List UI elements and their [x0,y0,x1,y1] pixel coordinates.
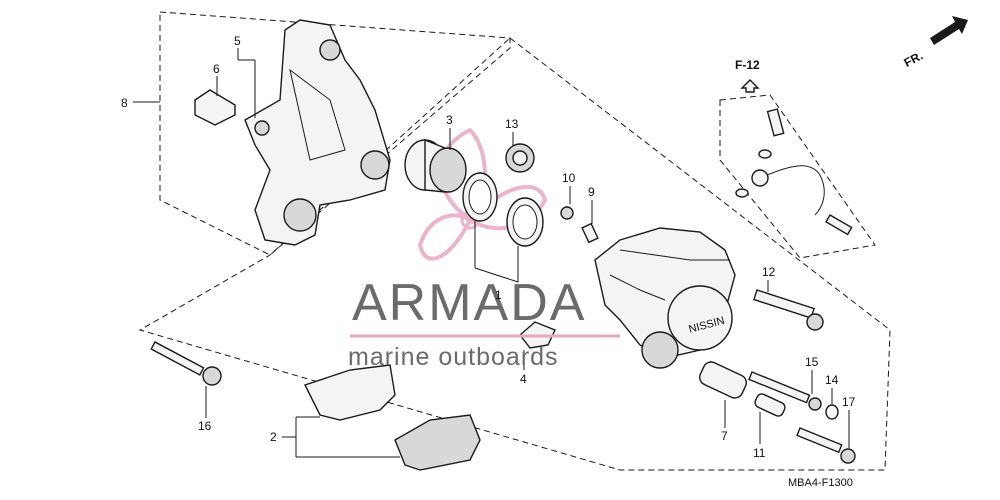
brake-pads-part [304,364,481,471]
mounting-bolt-part [796,427,856,464]
piston-part [404,138,467,193]
callout-8: 8 [121,96,128,110]
front-direction-label: FR. [902,48,926,69]
caliper-body-part: NISSIN [594,227,736,369]
watermark-title: ARMADA [352,274,586,332]
bleeder-parts [560,206,599,244]
callout-15: 15 [805,355,819,369]
bracket-group-outline [159,11,511,256]
callouts: 8 5 6 3 13 10 9 1 12 4 15 14 17 7 11 16 … [121,34,856,460]
group-outlines [138,11,891,471]
piston-seal-part [462,172,544,247]
caliper-group-outline [138,37,891,471]
pad-spring-clip-part [194,89,236,126]
pin-boot-part [699,361,747,399]
callout-1: 1 [495,288,502,302]
boot-part [505,143,535,173]
callout-16: 16 [198,419,212,433]
section-reference-label: F-12 [735,58,760,72]
watermark-subtitle: marine outboards [348,343,559,371]
front-direction-arrow [930,16,968,45]
caliper-bracket-part [244,19,391,246]
callout-13: 13 [505,117,519,131]
leader-lines [133,48,850,458]
bracket-bolt-part [150,341,222,386]
pin-bolt-part [753,289,824,331]
washer-part [825,404,839,420]
callout-14: 14 [825,373,839,387]
callout-17: 17 [842,395,856,409]
watermark: ARMADA marine outboards [348,274,620,371]
callout-4: 4 [520,372,527,386]
hose-group-outline [719,94,876,259]
pin-part [748,371,822,411]
callout-3: 3 [446,113,453,127]
callout-10: 10 [562,171,576,185]
callout-11: 11 [753,446,766,460]
pin-sleeve-part [754,393,786,417]
reference-arrow [740,79,760,93]
callout-9: 9 [588,185,595,199]
callout-2: 2 [270,430,277,444]
brake-hose-part [735,108,853,236]
callout-6: 6 [213,62,220,76]
callout-7: 7 [721,429,728,443]
callout-5: 5 [234,34,241,48]
diagram-code: MBA4-F1300 [788,477,853,489]
callout-12: 12 [762,265,776,279]
